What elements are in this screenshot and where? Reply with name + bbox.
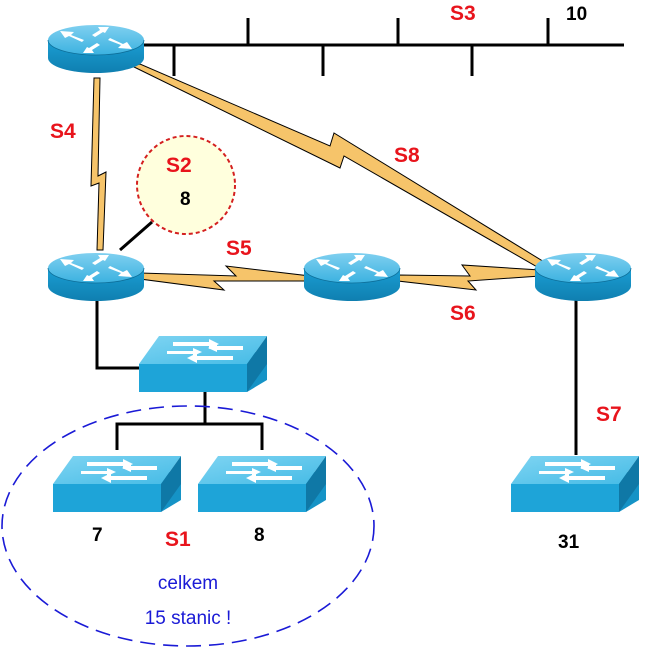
note-line-2: 15 stanic ! <box>145 608 232 629</box>
segment-label-s5: S5 <box>226 237 252 260</box>
lightning-bolt-icon <box>139 265 311 291</box>
segment-label-s1: S1 <box>165 528 191 551</box>
workgroup-switch-icon[interactable] <box>198 456 326 512</box>
workgroup-switch-icon[interactable] <box>511 456 639 512</box>
segment-label-s4: S4 <box>50 120 76 143</box>
link-s2 <box>119 220 153 252</box>
note-line-1: celkem <box>158 573 218 594</box>
serial-link-s5 <box>139 265 311 291</box>
router-icon[interactable] <box>47 24 145 74</box>
s2-segment-bubble <box>136 135 236 235</box>
workgroup-switch-icon[interactable] <box>53 456 181 512</box>
serial-link-s6 <box>397 264 541 291</box>
s3-backbone-bus <box>140 18 624 76</box>
router-icon[interactable] <box>534 252 632 302</box>
segment-label-s3: S3 <box>450 2 476 25</box>
segment-label-s6: S6 <box>450 302 476 325</box>
station-count-s3: 10 <box>566 4 587 25</box>
lightning-bolt-icon <box>397 264 541 291</box>
link-access-switches <box>115 422 264 450</box>
workgroup-switch-icon[interactable] <box>139 336 267 392</box>
highlight-circle <box>136 135 236 235</box>
serial-link-s4 <box>90 77 107 251</box>
router-icon[interactable] <box>47 252 145 302</box>
segment-label-s7: S7 <box>596 403 622 426</box>
segment-label-s8: S8 <box>394 144 420 167</box>
lightning-bolt-icon <box>90 77 107 251</box>
station-count-s2: 8 <box>180 189 191 210</box>
router-icon[interactable] <box>303 252 401 302</box>
link-left-router-to-switch <box>95 300 140 370</box>
station-count-middle-switch: 8 <box>254 525 265 546</box>
segment-label-s2: S2 <box>166 154 192 177</box>
station-count-s7: 31 <box>558 532 580 553</box>
s1-group-outline <box>1 405 375 647</box>
station-count-left-switch: 7 <box>92 525 103 546</box>
